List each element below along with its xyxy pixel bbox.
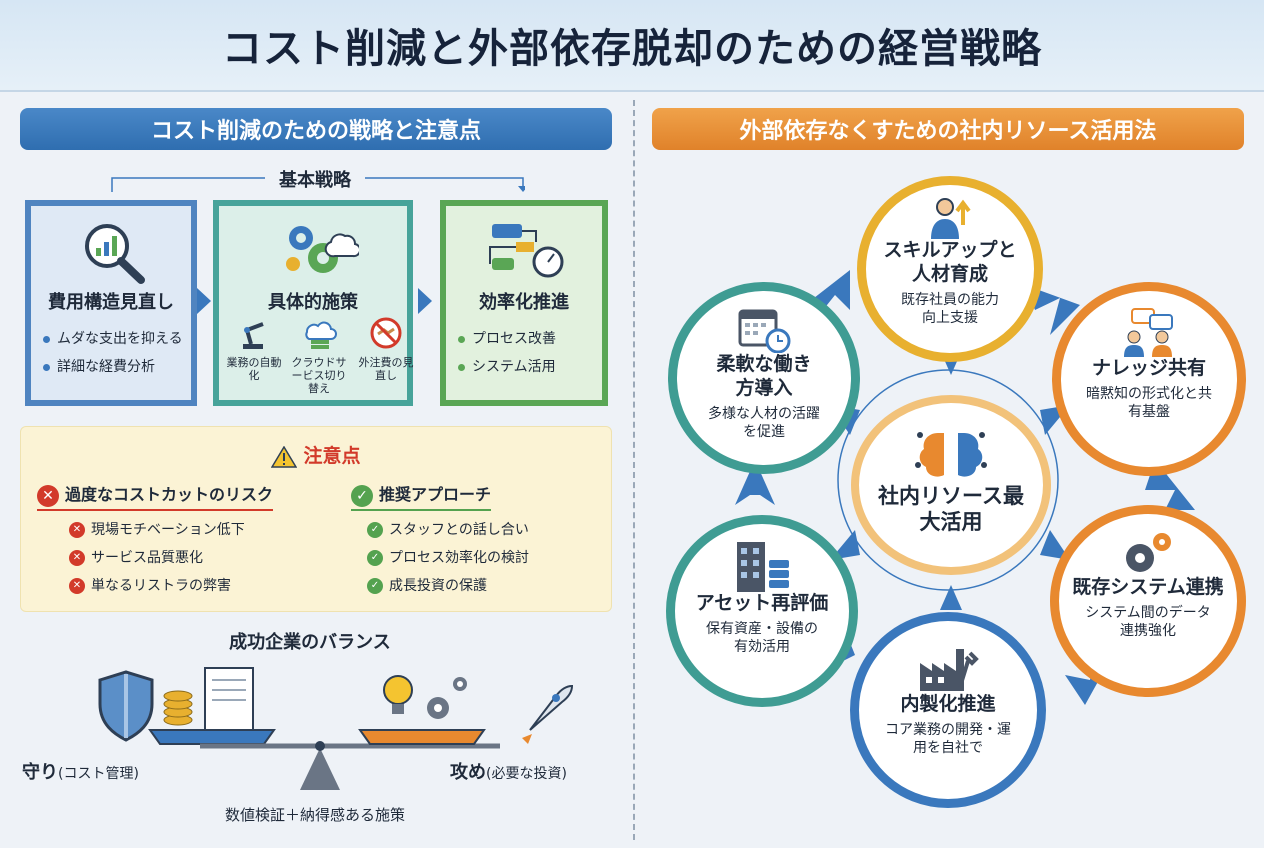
bullet-item: ムダな支出を抑える xyxy=(43,328,183,348)
node-title: アセット再評価 xyxy=(695,592,829,614)
panel-title: 費用構造見直し xyxy=(48,292,174,313)
shield-icon xyxy=(98,670,154,742)
arrow-right-icon xyxy=(197,288,211,314)
building-server-icon xyxy=(737,542,789,592)
page-title: コスト削減と外部依存脱却のための経営戦略 xyxy=(222,26,1042,72)
risk-item: ✕単なるリストラの弊害 xyxy=(69,575,231,595)
node-asset: アセット再評価 保有資産・設備の有効活用 xyxy=(666,515,858,707)
node-system-link: 既存システム連携 システム間のデータ連携強化 xyxy=(1050,505,1246,697)
left-section-header: コスト削減のための戦略と注意点 xyxy=(20,108,612,150)
defend-label: 守り(コスト管理) xyxy=(22,762,139,783)
panel-cost-structure: 費用構造見直し ムダな支出を抑える 詳細な経費分析 xyxy=(25,200,197,406)
panel-measures: 具体的施策 業務の自動化 クラウドサービス切り替え 外注費の見直し xyxy=(213,200,414,406)
node-title: ナレッジ共有 xyxy=(1091,357,1206,379)
risk-item: ✕現場モチベーション低下 xyxy=(69,519,245,539)
no-handshake-icon xyxy=(370,317,402,349)
check-icon: ✓ xyxy=(351,484,373,507)
node-flexible-work: 柔軟な働き方導入 多様な人材の活躍を促進 xyxy=(668,282,860,474)
center-node: 社内リソース最大活用 xyxy=(851,395,1051,575)
balance-scale-illustration xyxy=(98,667,574,790)
sub-caption: 外注費の見直し xyxy=(358,356,414,383)
node-subtitle: システム間のデータ連携強化 xyxy=(1085,604,1211,639)
node-subtitle: 多様な人材の活躍を促進 xyxy=(708,405,820,440)
panel-title: 具体的施策 xyxy=(268,292,358,313)
node-subtitle: コア業務の開発・運用を自社で xyxy=(885,721,1011,756)
rocket-icon xyxy=(522,684,574,744)
node-title: 社内リソース最大活用 xyxy=(878,484,1024,535)
node-title: 柔軟な働き方導入 xyxy=(716,353,812,399)
balance-title: 成功企業のバランス xyxy=(229,632,391,653)
coins-documents-icon xyxy=(163,667,254,731)
brain-network-icon xyxy=(915,432,987,477)
factory-wrench-icon xyxy=(920,649,979,691)
attack-label: 攻め(必要な投資) xyxy=(450,762,567,783)
gears-icon xyxy=(1126,533,1171,572)
caution-title: 注意点 xyxy=(21,441,611,468)
lightbulb-gear-icon xyxy=(383,675,467,719)
caution-box: 注意点 ✕過度なコストカットのリスク ✕現場モチベーション低下 ✕サービス品質悪… xyxy=(20,426,612,612)
balance-footer: 数値検証＋納得感ある施策 xyxy=(224,806,405,824)
calendar-clock-icon xyxy=(738,309,791,353)
panel-title: 効率化推進 xyxy=(479,292,569,313)
node-subtitle: 保有資産・設備の有効活用 xyxy=(706,620,818,655)
sub-caption: 業務の自動化 xyxy=(226,356,282,383)
panel-efficiency: 効率化推進 プロセス改善 システム活用 xyxy=(440,200,608,406)
recommend-item: ✓スタッフとの話し合い xyxy=(367,519,529,539)
bullet-item: プロセス改善 xyxy=(458,328,556,348)
risk-item: ✕サービス品質悪化 xyxy=(69,547,203,567)
bullet-item: システム活用 xyxy=(458,356,556,376)
section-divider xyxy=(633,100,635,840)
magnifier-chart-icon xyxy=(85,224,145,284)
error-icon: ✕ xyxy=(37,484,59,507)
warning-icon xyxy=(271,445,298,468)
node-skill-up: スキルアップと人材育成 既存社員の能力向上支援 xyxy=(857,176,1043,362)
recommend-heading: ✓推奨アプローチ xyxy=(351,481,492,511)
right-section-header: 外部依存なくすための社内リソース活用法 xyxy=(652,108,1244,150)
node-title: 内製化推進 xyxy=(900,693,996,715)
basic-strategy-label: 基本戦略 xyxy=(265,166,365,192)
bullet-item: 詳細な経費分析 xyxy=(43,356,155,376)
title-bar: コスト削減と外部依存脱却のための経営戦略 xyxy=(0,0,1264,92)
arrow-right-icon xyxy=(418,288,432,314)
cloud-server-icon xyxy=(305,321,337,349)
recommend-item: ✓成長投資の保護 xyxy=(367,575,487,595)
node-title: 既存システム連携 xyxy=(1072,576,1224,598)
node-title: スキルアップと人材育成 xyxy=(883,239,1017,285)
node-subtitle: 暗黙知の形式化と共有基盤 xyxy=(1086,385,1212,420)
risk-heading: ✕過度なコストカットのリスク xyxy=(37,481,274,511)
recommend-item: ✓プロセス効率化の検討 xyxy=(367,547,529,567)
node-knowledge: ナレッジ共有 暗黙知の形式化と共有基盤 xyxy=(1052,282,1246,476)
node-insourcing: 内製化推進 コア業務の開発・運用を自社で xyxy=(850,612,1046,808)
gears-cloud-icon xyxy=(286,226,359,273)
robot-arm-icon xyxy=(243,322,264,349)
people-chat-icon xyxy=(1124,308,1173,357)
process-flow-icon xyxy=(489,224,564,278)
person-growth-icon xyxy=(931,198,971,239)
sub-caption: クラウドサービス切り替え xyxy=(291,356,347,396)
node-subtitle: 既存社員の能力向上支援 xyxy=(901,291,999,326)
